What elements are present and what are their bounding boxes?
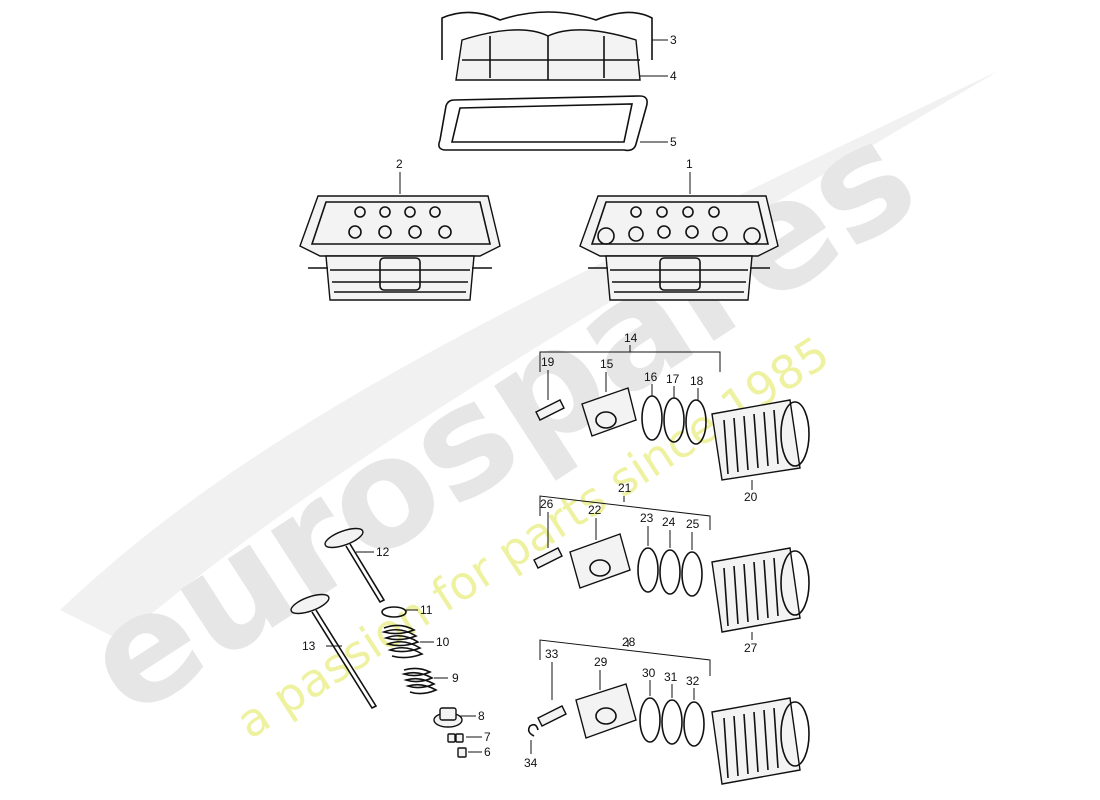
callout-16: 16 bbox=[644, 370, 658, 384]
watermark-swoosh bbox=[60, 70, 1000, 640]
callout-3: 3 bbox=[670, 33, 677, 47]
callout-2: 2 bbox=[396, 157, 403, 171]
callout-34: 34 bbox=[524, 756, 538, 770]
piston-set-middle: 21 26 22 23 24 25 27 bbox=[533, 481, 810, 655]
callout-21: 21 bbox=[618, 481, 632, 495]
cover-gasket bbox=[438, 95, 648, 152]
cover-gasket-inner bbox=[450, 103, 633, 143]
callout-24: 24 bbox=[662, 515, 676, 529]
callout-9: 9 bbox=[452, 671, 459, 685]
callout-27: 27 bbox=[744, 641, 758, 655]
valve-train: 12 13 11 10 9 8 7 6 bbox=[290, 527, 491, 759]
rocker-cover-group: 3 4 5 bbox=[438, 11, 677, 152]
cylinder-head-right: 1 bbox=[579, 157, 779, 301]
callout-31: 31 bbox=[664, 670, 678, 684]
callout-33: 33 bbox=[545, 647, 559, 661]
callout-12: 12 bbox=[376, 545, 390, 559]
callout-17: 17 bbox=[666, 372, 680, 386]
callout-30: 30 bbox=[642, 666, 656, 680]
callout-22: 22 bbox=[588, 503, 602, 517]
callout-25: 25 bbox=[686, 517, 700, 531]
cylinder-head-left: 2 bbox=[299, 157, 501, 301]
callout-5: 5 bbox=[670, 135, 677, 149]
callout-4: 4 bbox=[670, 69, 677, 83]
callout-19: 19 bbox=[541, 355, 555, 369]
rocker-cover-ribs bbox=[462, 36, 640, 80]
watermark: eurospares a passion for parts since 198… bbox=[55, 70, 1000, 750]
callout-15: 15 bbox=[600, 357, 614, 371]
piston-set-top: 14 19 15 16 17 18 20 bbox=[535, 331, 810, 504]
callout-13: 13 bbox=[302, 639, 316, 653]
callout-8: 8 bbox=[478, 709, 485, 723]
callout-20: 20 bbox=[744, 490, 758, 504]
watermark-brand: eurospares bbox=[55, 88, 945, 750]
piston-set-bottom: 28 33 34 29 30 31 32 bbox=[524, 635, 810, 785]
callout-29: 29 bbox=[594, 655, 608, 669]
callout-18: 18 bbox=[690, 374, 704, 388]
callout-32: 32 bbox=[686, 674, 700, 688]
callout-7: 7 bbox=[484, 730, 491, 744]
callout-10: 10 bbox=[436, 635, 450, 649]
callout-11: 11 bbox=[420, 603, 433, 617]
callout-1: 1 bbox=[686, 157, 693, 171]
callout-28: 28 bbox=[622, 635, 636, 649]
callout-23: 23 bbox=[640, 511, 654, 525]
cover-clip bbox=[441, 11, 653, 60]
callout-6: 6 bbox=[484, 745, 491, 759]
callout-26: 26 bbox=[540, 497, 554, 511]
callout-14: 14 bbox=[624, 331, 638, 345]
